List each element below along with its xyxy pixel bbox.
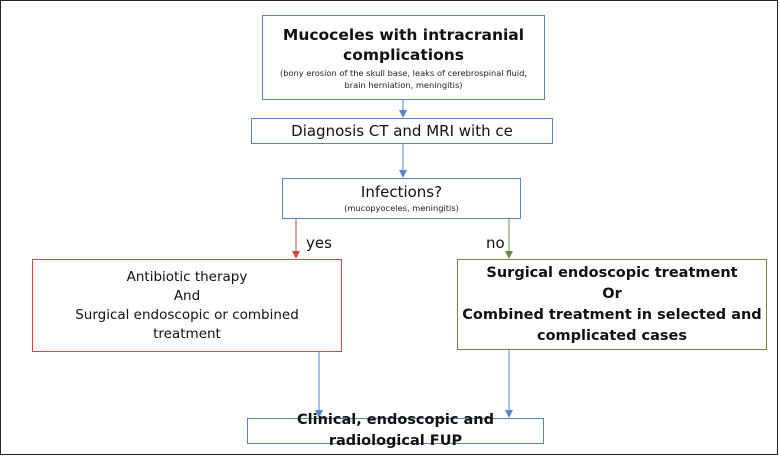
box-fup-text: Clinical, endoscopic and radiological FU… [297,412,494,449]
box-antibiotic-therapy: Antibiotic therapy And Surgical endoscop… [32,259,342,352]
box-left-line4: treatment [153,325,221,342]
box-mucoceles-intracranial: Mucoceles with intracranial complication… [262,15,545,100]
box-right-line1: Surgical endoscopic treatment [486,264,738,281]
box-left-line2: And [173,287,201,304]
box-top-sub-line1: (bony erosion of the skull base, leaks o… [279,67,528,78]
box-follow-up: Clinical, endoscopic and radiological FU… [247,412,544,449]
box-top-title-line1: Mucoceles with intracranial [282,25,525,44]
box-diagnosis: Diagnosis CT and MRI with ce [251,118,553,144]
box-right-line4: complicated cases [536,327,688,344]
box-left-line3: Surgical endoscopic or combined [75,306,299,323]
box-right-line2: Or [602,285,622,302]
box-diagnosis-text: Diagnosis CT and MRI with ce [291,121,513,140]
box-infections: Infections? (mucopyoceles, meningitis) [282,178,521,219]
box-top-sub-line2: brain herniation, meningitis) [344,79,463,90]
box-left-line1: Antibiotic therapy [126,268,248,285]
label-yes: yes [306,234,332,252]
box-right-line3: Combined treatment in selected and [462,306,762,323]
box-infections-sub: (mucopyoceles, meningitis) [344,203,459,213]
label-no: no [486,234,505,252]
box-infections-title: Infections? [360,183,443,201]
box-surgical-endoscopic: Surgical endoscopic treatment Or Combine… [457,259,767,350]
box-top-title-line2: complications [343,45,464,64]
